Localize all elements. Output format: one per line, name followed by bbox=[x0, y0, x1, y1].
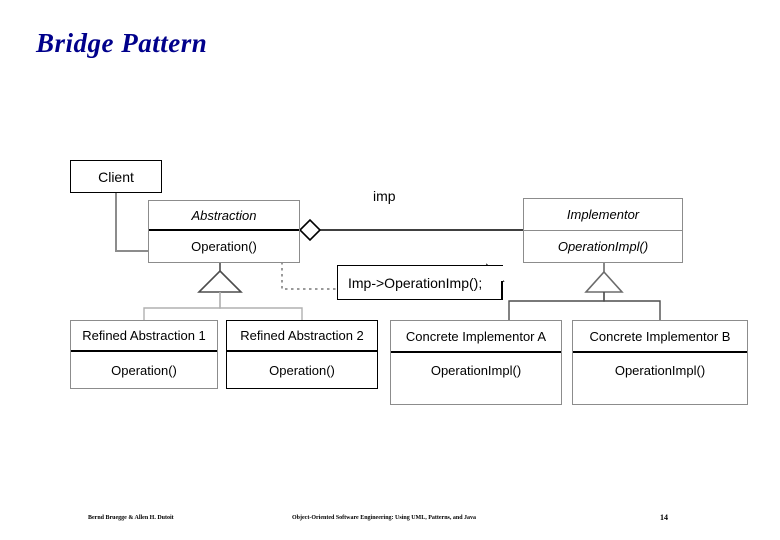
connector-abstraction-implementor bbox=[298, 218, 523, 242]
uml-class-client[interactable]: Client bbox=[70, 160, 162, 193]
aggregation-diamond-icon bbox=[298, 218, 322, 242]
uml-class-refined-abstraction-1-operation: Operation() bbox=[71, 350, 217, 388]
uml-class-abstraction-operation: Operation() bbox=[149, 229, 299, 262]
uml-class-implementor-name: Implementor bbox=[566, 207, 640, 222]
uml-note-box[interactable] bbox=[337, 265, 503, 300]
uml-class-concrete-implementor-a-name: Concrete Implementor A bbox=[405, 328, 547, 344]
association-label-imp: imp bbox=[373, 188, 396, 204]
uml-class-refined-abstraction-2-operation: Operation() bbox=[227, 350, 377, 388]
uml-class-refined-abstraction-1-name: Refined Abstraction 1 bbox=[82, 328, 206, 343]
uml-class-refined-abstraction-2[interactable]: Refined Abstraction 2 Operation() bbox=[226, 320, 378, 389]
generalization-triangle-icon bbox=[584, 270, 624, 293]
connector-client-abstraction bbox=[115, 192, 160, 252]
footer-book-title: Object-Oriented Software Engineering: Us… bbox=[292, 515, 477, 521]
uml-class-concrete-implementor-a[interactable]: Concrete Implementor A OperationImpl() bbox=[390, 320, 562, 405]
uml-class-concrete-implementor-b[interactable]: Concrete Implementor B OperationImpl() bbox=[572, 320, 748, 405]
uml-class-client-name: Client bbox=[98, 168, 134, 185]
generalization-triangle-icon bbox=[197, 269, 243, 293]
uml-note-text: Imp->OperationImp(); bbox=[348, 275, 483, 291]
page-title: Bridge Pattern bbox=[36, 28, 208, 58]
uml-class-concrete-implementor-b-operation: OperationImpl() bbox=[573, 351, 747, 404]
footer-authors: Bernd Bruegge & Allen H. Dutoit bbox=[88, 515, 174, 521]
connector-generalization-implementor bbox=[508, 263, 661, 320]
uml-class-abstraction-name: Abstraction bbox=[191, 207, 257, 223]
uml-class-implementor-operation: OperationImpl() bbox=[524, 230, 682, 262]
connector-generalization-abstraction bbox=[143, 263, 303, 320]
uml-note-box-edge bbox=[501, 281, 503, 300]
uml-class-abstraction[interactable]: Abstraction Operation() bbox=[148, 200, 300, 263]
uml-class-concrete-implementor-b-name: Concrete Implementor B bbox=[589, 328, 731, 344]
uml-class-refined-abstraction-2-name: Refined Abstraction 2 bbox=[240, 328, 364, 343]
uml-class-concrete-implementor-a-operation: OperationImpl() bbox=[391, 351, 561, 404]
uml-class-refined-abstraction-1[interactable]: Refined Abstraction 1 Operation() bbox=[70, 320, 218, 389]
footer-page-number: 14 bbox=[660, 513, 668, 522]
uml-class-implementor[interactable]: Implementor OperationImpl() bbox=[523, 198, 683, 263]
